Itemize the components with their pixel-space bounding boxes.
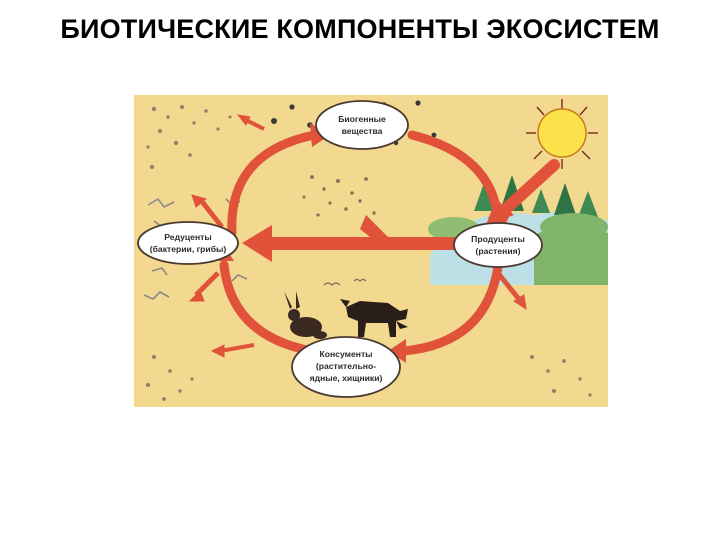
node-biogenic-line2: вещества xyxy=(342,126,383,136)
particles-center xyxy=(302,175,376,217)
particles-bottom-left xyxy=(145,355,194,401)
hare-icon xyxy=(284,291,327,339)
node-producers-line1: Продуценты xyxy=(471,234,525,244)
node-producers-line2: (растения) xyxy=(475,246,520,256)
node-consumers: Консументы (растительно- ядные, хищники) xyxy=(291,336,401,398)
sunlight-arrow xyxy=(486,159,560,225)
birds-icon xyxy=(323,279,367,286)
ecosystem-cycle-diagram: Биогенные вещества Редуценты (бактерии, … xyxy=(134,95,608,407)
slide-title: БИОТИЧЕСКИЕ КОМПОНЕНТЫ ЭКОСИСТЕМ xyxy=(60,14,660,44)
node-consumers-line1: Консументы xyxy=(319,349,372,359)
particles-top-left xyxy=(146,105,232,169)
node-reducers-line1: Редуценты xyxy=(164,232,211,242)
arrow-to-center xyxy=(360,215,388,245)
node-consumers-line2: (растительно- xyxy=(316,361,376,371)
wolf-icon xyxy=(340,299,408,337)
energy-arrow-horizontal xyxy=(242,225,456,262)
node-consumers-line3: ядные, хищники) xyxy=(310,373,383,383)
node-reducers-line2: (бактерии, грибы) xyxy=(150,244,227,254)
sun-icon xyxy=(526,99,598,169)
node-biogenic: Биогенные вещества xyxy=(315,100,409,150)
node-biogenic-line1: Биогенные xyxy=(338,114,386,124)
particles-bottom-right xyxy=(530,355,592,397)
node-producers: Продуценты (растения) xyxy=(453,222,543,268)
outflow-arrows xyxy=(188,114,527,358)
node-reducers: Редуценты (бактерии, грибы) xyxy=(137,221,239,265)
